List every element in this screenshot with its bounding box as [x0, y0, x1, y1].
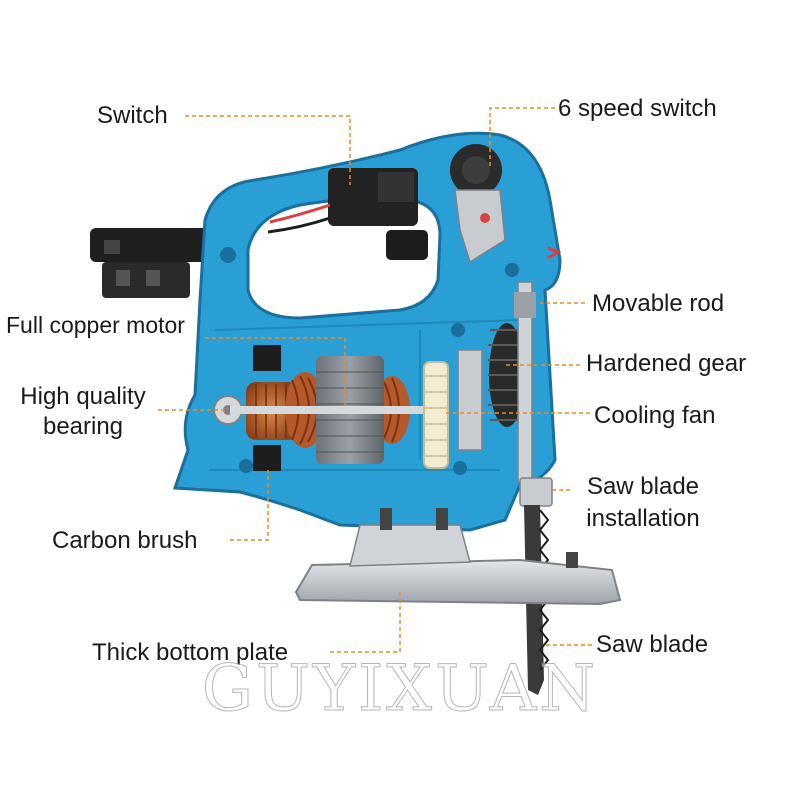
gear-assembly: [457, 323, 526, 451]
label-cooling-fan: Cooling fan: [594, 402, 716, 429]
label-bearing-line1: High quality: [20, 383, 146, 410]
carbon-brushes: [253, 345, 281, 471]
watermark-text: GUYIXUAN: [201, 652, 599, 727]
leader-copper-motor: [205, 337, 346, 408]
motor-shaft: [230, 406, 440, 414]
label-movable-rod: Movable rod: [592, 290, 725, 317]
label-saw-blade: Saw blade: [596, 631, 709, 658]
label-bearing-line2: bearing: [42, 413, 124, 440]
bottom-plate: [294, 508, 622, 606]
leader-speed-switch: [489, 107, 555, 168]
leader-carbon-brush: [230, 470, 269, 541]
plunger-rod: [514, 246, 562, 507]
label-blade-install-line2: installation: [586, 505, 700, 532]
cooling-fan: [423, 361, 449, 469]
label-hardened-gear: Hardened gear: [586, 350, 747, 377]
speed-dial: [450, 144, 506, 264]
leader-switch: [185, 115, 351, 185]
label-carbon-brush: Carbon brush: [52, 527, 198, 554]
label-copper-motor: Full copper motor: [6, 312, 185, 338]
leader-lines: [158, 107, 592, 653]
label-switch: Switch: [97, 102, 168, 129]
label-speed-switch: 6 speed switch: [558, 95, 717, 122]
power-cord: [90, 228, 215, 298]
leader-bottom-plate: [330, 590, 401, 653]
label-bottom-plate: Thick bottom plate: [92, 639, 289, 666]
label-blade-install-line1: Saw blade: [586, 473, 700, 500]
